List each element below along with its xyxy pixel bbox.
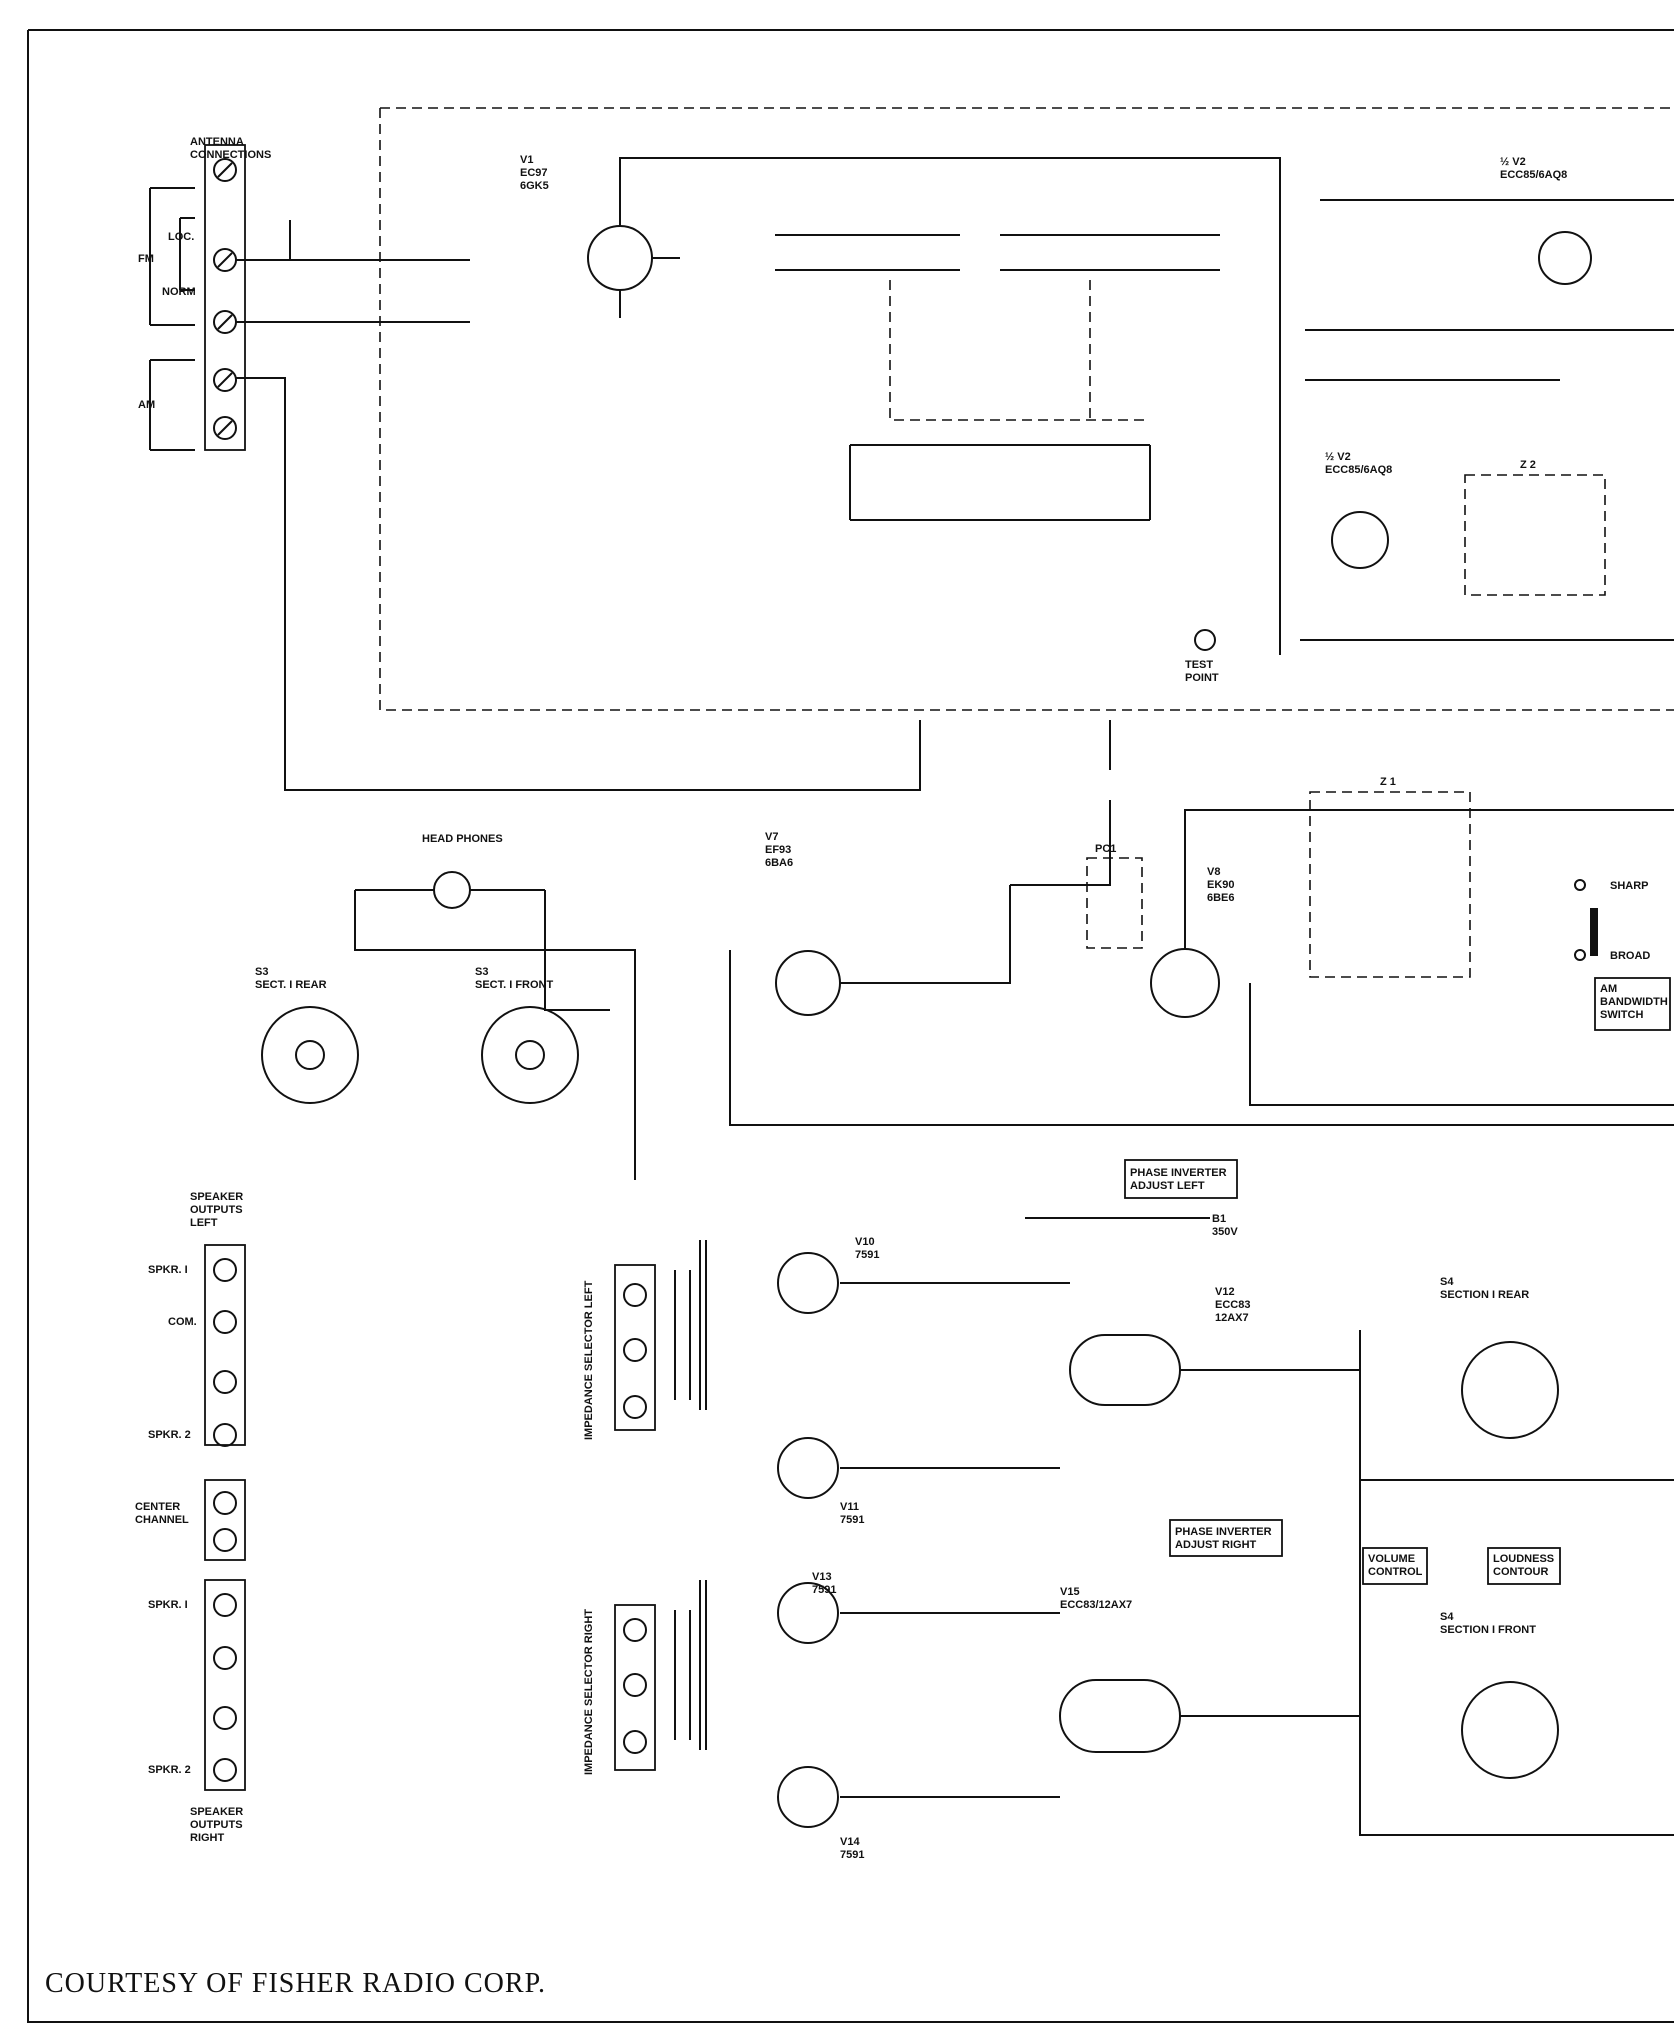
spkr1-left-label: SPKR. I [148,1264,188,1276]
pc1-label: PC1 [1095,843,1116,855]
spkr1-right-label: SPKR. I [148,1599,188,1611]
headphone-wires [354,889,636,1180]
v7-tube [775,950,841,1016]
v1-tube [587,225,653,291]
v12-tube [1069,1334,1181,1406]
s4-front-switch [1461,1681,1559,1779]
z2-label: Z 2 [1520,459,1536,471]
impedance-right-label: IMPEDANCE SELECTOR RIGHT [583,1609,595,1775]
impedance-left-label: IMPEDANCE SELECTOR LEFT [583,1280,595,1440]
s4-rear-switch [1461,1341,1559,1439]
phase-right-box [1169,1519,1283,1557]
s3-rear-switch [261,1006,359,1104]
broad-contact [1574,949,1586,961]
headphone-jack [433,871,471,909]
sharp-label: SHARP [1610,880,1649,892]
z2-box [1464,474,1606,596]
impedance-selector-left [614,1264,656,1431]
am-bandwidth-switch-box [1594,977,1671,1031]
v10-tube [777,1252,839,1314]
v15-tube [1059,1679,1181,1753]
broad-label: BROAD [1610,950,1650,962]
spkr2-left-label: SPKR. 2 [148,1429,191,1441]
v13-tube [777,1582,839,1644]
s3-front-switch [481,1006,579,1104]
v2a-tube [1538,231,1592,285]
v14-tube [777,1766,839,1828]
gang-link [889,280,1150,421]
v11-tube [777,1437,839,1499]
output-transformers [674,1240,707,1750]
phase-left-box [1124,1159,1238,1199]
if-wires [1279,199,1674,655]
center-channel-strip [204,1479,246,1561]
tuning-buses [775,234,1220,271]
com-label: COM. [168,1316,197,1328]
speaker-terminals [213,1258,237,1782]
v2b-tube [1331,511,1389,569]
z1-label: Z 1 [1380,776,1396,788]
antenna-terminal-strip [204,144,246,451]
impedance-terminals [623,1283,647,1754]
if-stage-wires [729,720,1674,1126]
bandwidth-switch-blade [1590,908,1598,956]
sharp-contact [1574,879,1586,891]
norm-label: NORM [162,286,196,298]
am-label: AM [138,399,155,411]
z1-box [1309,791,1471,978]
v1-wires [619,157,1281,450]
antenna-brackets [149,187,195,451]
head-phones-label: HEAD PHONES [422,833,503,845]
rf-shield-outline [379,107,1674,711]
control-wires [1359,1330,1674,1836]
loc-label: LOC. [168,231,194,243]
audio-wires [840,1217,1360,1798]
antenna-wires [236,220,921,791]
pc1-box [1086,857,1143,949]
impedance-selector-right [614,1604,656,1771]
frame [27,29,1674,2023]
speaker-left-strip [204,1244,246,1446]
caption: COURTESY OF FISHER RADIO CORP. [45,1968,546,1999]
volume-control-box [1362,1547,1428,1585]
test-point [1194,629,1216,651]
c12-gang-bank [849,444,1151,521]
v8-tube [1150,948,1220,1018]
spkr2-right-label: SPKR. 2 [148,1764,191,1776]
fm-label: FM [138,253,154,265]
loudness-contour-box [1487,1547,1561,1585]
